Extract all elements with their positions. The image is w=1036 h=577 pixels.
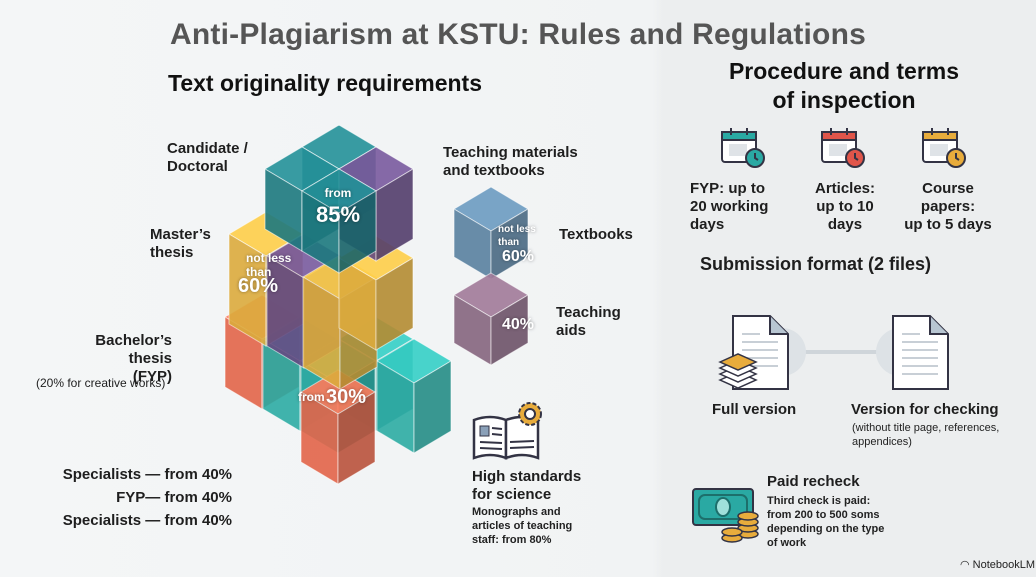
- check-version-label: Version for checking: [851, 401, 999, 418]
- originality-heading: Text originality requirements: [168, 70, 482, 96]
- document-icon: [892, 315, 949, 390]
- files-diagram: [718, 315, 949, 390]
- calendar-folder-icon: [922, 128, 966, 168]
- textbooks-label: Textbooks: [559, 226, 633, 243]
- requirements-list: Specialists — from 40% FYP— from 40% Spe…: [30, 463, 232, 532]
- notebooklm-logo-icon: ◠: [960, 559, 973, 571]
- bachelor-prefix: from: [298, 390, 325, 404]
- bachelor-value: 30%: [326, 386, 367, 408]
- watermark: ◠ NotebookLM: [960, 559, 1036, 571]
- candidate-prefix: from: [324, 186, 352, 200]
- full-version-label: Full version: [712, 401, 797, 418]
- master-value: 60%: [238, 275, 279, 297]
- cube-diagram: [224, 124, 529, 485]
- paid-recheck-desc: Third check is paid:from 200 to 500 soms…: [767, 495, 885, 549]
- stack-icon: [718, 353, 758, 389]
- cube-candidate: [301, 168, 377, 274]
- aids-value: 40%: [502, 316, 535, 333]
- calendar-document-icon: [821, 128, 865, 168]
- bachelor-note: (20% for creative works): [36, 376, 166, 390]
- cube-textbooks: [453, 186, 529, 280]
- paid-recheck-title: Paid recheck: [767, 473, 860, 490]
- list-item: Specialists — from 40%: [62, 466, 232, 483]
- list-item: FYP— from 40%: [116, 489, 232, 506]
- check-version-note: (without title page, references,appendic…: [852, 422, 1000, 448]
- candidate-value: 85%: [315, 202, 361, 227]
- cube-bachelor: [300, 369, 376, 485]
- money-icon: [692, 488, 759, 543]
- cube-teaching-aids: [453, 272, 529, 366]
- page-title: Anti-Plagiarism at KSTU: Rules and Regul…: [170, 18, 866, 51]
- candidate-label: Candidate /Doctoral: [167, 140, 248, 175]
- calendar-clock-icon: [721, 128, 765, 168]
- submission-heading: Submission format (2 files): [700, 254, 932, 274]
- book-gear-icon: [472, 402, 542, 460]
- list-item: Specialists — from 40%: [62, 512, 232, 529]
- cube-bachelor: [376, 338, 452, 454]
- textbooks-value: 60%: [502, 248, 535, 265]
